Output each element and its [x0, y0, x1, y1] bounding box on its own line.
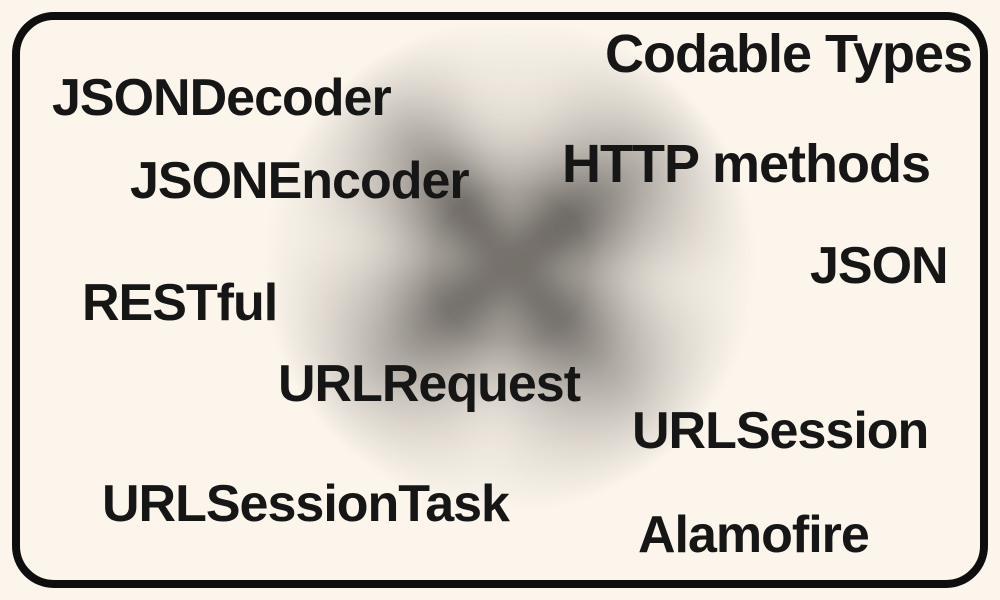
- keyword-jsonencoder: JSONEncoder: [130, 152, 470, 210]
- keyword-urlrequest: URLRequest: [278, 355, 581, 413]
- keyword-codable-types: Codable Types: [605, 24, 973, 84]
- keyword-alamofire: Alamofire: [638, 506, 870, 564]
- keyword-restful: RESTful: [82, 274, 278, 332]
- keyword-urlsessiontask: URLSessionTask: [102, 475, 510, 533]
- keyword-http-methods: HTTP methods: [562, 134, 931, 194]
- keyword-urlsession: URLSession: [632, 402, 929, 460]
- keyword-jsondecoder: JSONDecoder: [52, 69, 392, 127]
- blurred-x-smudge: [250, 5, 770, 525]
- keyword-json: JSON: [810, 237, 949, 295]
